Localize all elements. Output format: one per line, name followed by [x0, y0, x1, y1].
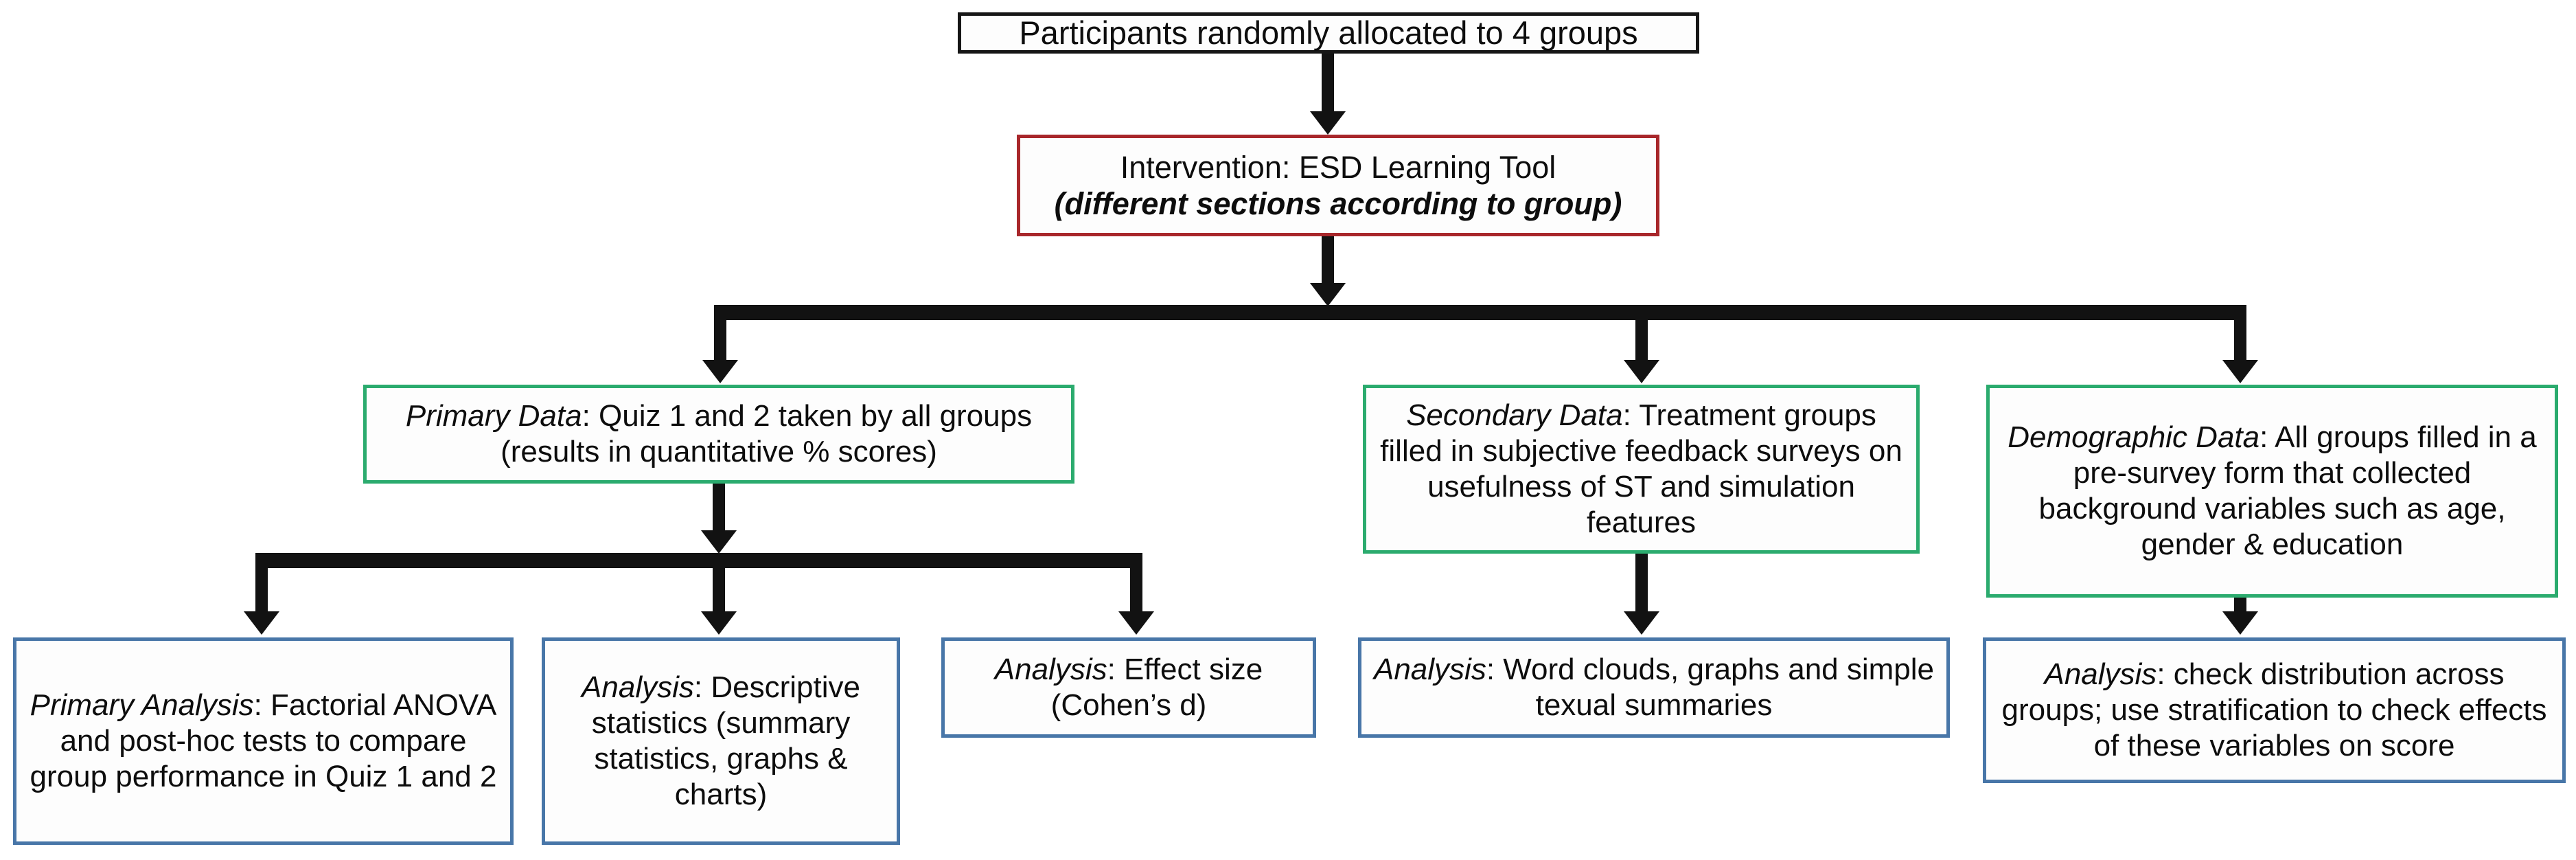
connector-analysis-bus	[255, 553, 1142, 568]
connector-bus-to-primary-analysis-line	[255, 553, 268, 622]
connector-bus-to-demographic-data-arrowhead	[2222, 360, 2258, 383]
node-descriptive-analysis: Analysis: Descriptive statistics (summar…	[542, 637, 900, 845]
connector-participants-to-intervention-arrowhead	[1310, 111, 1346, 135]
node-primary-analysis-text: Primary Analysis: Factorial ANOVA and po…	[26, 688, 501, 795]
connector-bus-to-primary-data-arrowhead	[702, 360, 738, 383]
node-secondary-data: Secondary Data: Treatment groups filled …	[1363, 385, 1920, 554]
node-secondary-data-text: Secondary Data: Treatment groups filled …	[1376, 398, 1907, 541]
node-descriptive-analysis-label: Analysis	[582, 670, 694, 705]
node-primary-data-rest: : Quiz 1 and 2 taken by all groups (resu…	[501, 399, 1033, 468]
connector-bus-to-descriptive-analysis-line	[713, 553, 725, 622]
node-demographic-analysis-label: Analysis	[2044, 657, 2157, 692]
connector-bus-to-effect-size-analysis-arrowhead	[1118, 611, 1154, 635]
node-effect-size-analysis-text: Analysis: Effect size (Cohen’s d)	[954, 652, 1303, 723]
node-descriptive-analysis-text: Analysis: Descriptive statistics (summar…	[555, 670, 887, 813]
node-intervention: Intervention: ESD Learning Tool (differe…	[1017, 135, 1659, 236]
node-demographic-analysis-text: Analysis: check distribution across grou…	[1996, 657, 2553, 764]
connector-intervention-to-bus-line	[1322, 236, 1334, 288]
node-effect-size-analysis-label: Analysis	[994, 653, 1107, 687]
connector-bus-to-primary-analysis-arrowhead	[244, 611, 279, 635]
node-effect-size-analysis-rest: : Effect size (Cohen’s d)	[1050, 653, 1263, 722]
node-qualitative-analysis: Analysis: Word clouds, graphs and simple…	[1358, 637, 1950, 738]
connector-participants-to-intervention-line	[1322, 54, 1334, 114]
node-descriptive-analysis-rest: : Descriptive statistics (summary statis…	[591, 670, 860, 811]
node-intervention-line1: Intervention: ESD Learning Tool	[1120, 149, 1556, 185]
connector-bus-to-secondary-data-line	[1635, 305, 1648, 371]
connector-bus-to-demographic-data-line	[2234, 305, 2246, 371]
node-primary-analysis-rest: : Factorial ANOVA and post-hoc tests to …	[30, 688, 497, 793]
node-demographic-data: Demographic Data: All groups filled in a…	[1986, 385, 2558, 598]
node-secondary-data-rest: : Treatment groups filled in subjective …	[1380, 398, 1902, 539]
connector-data-bus	[714, 305, 2246, 320]
node-primary-data-text: Primary Data: Quiz 1 and 2 taken by all …	[376, 398, 1061, 470]
connector-bus-to-descriptive-analysis-arrowhead	[701, 611, 737, 635]
node-qualitative-analysis-rest: : Word clouds, graphs and simple texual …	[1486, 653, 1935, 722]
connector-bus-to-secondary-data-arrowhead	[1624, 360, 1659, 383]
node-demographic-data-rest: : All groups filled in a pre-survey form…	[2038, 420, 2537, 561]
connector-secondary-data-to-analysis-line	[1635, 554, 1648, 622]
node-intervention-line2: (different sections according to group)	[1054, 186, 1622, 221]
connector-demographic-data-to-analysis-arrowhead	[2222, 611, 2258, 635]
node-demographic-data-text: Demographic Data: All groups filled in a…	[1999, 420, 2545, 563]
node-primary-analysis-label: Primary Analysis	[30, 688, 254, 723]
node-participants-text: Participants randomly allocated to 4 gro…	[1019, 14, 1638, 52]
node-effect-size-analysis: Analysis: Effect size (Cohen’s d)	[941, 637, 1316, 738]
node-qualitative-analysis-text: Analysis: Word clouds, graphs and simple…	[1371, 652, 1937, 723]
connector-bus-to-effect-size-analysis-line	[1130, 553, 1142, 622]
node-demographic-data-label: Demographic Data	[2008, 420, 2260, 455]
node-primary-data-label: Primary Data	[405, 399, 582, 433]
node-primary-data: Primary Data: Quiz 1 and 2 taken by all …	[363, 385, 1074, 484]
connector-primary-data-to-bus-line	[713, 484, 725, 536]
node-qualitative-analysis-label: Analysis	[1373, 653, 1486, 687]
connector-primary-data-to-bus-arrowhead	[701, 530, 737, 554]
connector-secondary-data-to-analysis-arrowhead	[1624, 611, 1659, 635]
connector-intervention-to-bus-arrowhead	[1310, 283, 1346, 306]
node-primary-analysis: Primary Analysis: Factorial ANOVA and po…	[13, 637, 514, 845]
connector-bus-to-primary-data-line	[714, 305, 726, 371]
node-secondary-data-label: Secondary Data	[1406, 398, 1623, 433]
node-demographic-analysis-rest: : check distribution across groups; use …	[2001, 657, 2547, 762]
node-participants: Participants randomly allocated to 4 gro…	[958, 12, 1699, 54]
node-demographic-analysis: Analysis: check distribution across grou…	[1983, 637, 2566, 783]
